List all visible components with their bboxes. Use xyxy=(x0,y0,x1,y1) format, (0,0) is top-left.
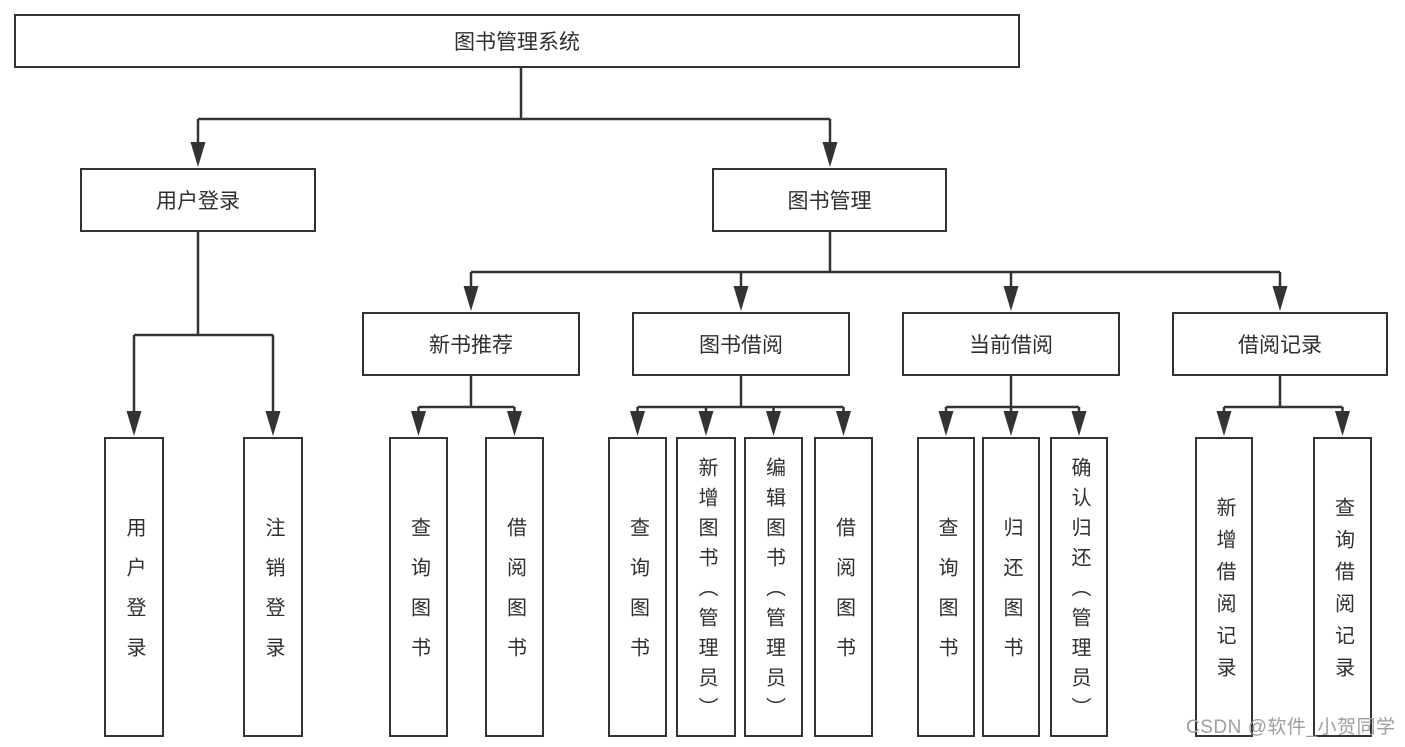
leaf-label: 查询图书 xyxy=(935,517,957,677)
node-label: 当前借阅 xyxy=(969,334,1053,357)
leaf-query-borrow-record: 查询借阅记录 xyxy=(1313,437,1372,737)
leaf-label: 借阅图书 xyxy=(832,517,855,677)
leaf-return-book: 归还图书 xyxy=(982,437,1040,737)
node-label: 图书管理系统 xyxy=(454,31,580,54)
csdn-watermark: CSDN @软件_小贺同学 xyxy=(1186,717,1396,738)
leaf-label: 编辑图书（管理员） xyxy=(762,457,785,727)
node-label: 图书借阅 xyxy=(699,334,783,357)
leaf-borrow-books: 借阅图书 xyxy=(814,437,873,737)
leaf-add-book-admin: 新增图书（管理员） xyxy=(676,437,736,737)
leaf-label: 查询借阅记录 xyxy=(1331,497,1354,689)
node-label: 新书推荐 xyxy=(429,334,513,357)
leaf-borrow-books-recommend: 借阅图书 xyxy=(485,437,544,737)
leaf-label: 查询图书 xyxy=(407,517,430,677)
leaf-user-login: 用户登录 xyxy=(104,437,164,737)
node-new-book-recommend: 新书推荐 xyxy=(362,312,580,376)
leaf-label: 确认归还（管理员） xyxy=(1068,457,1090,727)
leaf-label: 新增借阅记录 xyxy=(1213,497,1235,689)
leaf-label: 借阅图书 xyxy=(503,517,526,677)
node-user-login: 用户登录 xyxy=(80,168,316,232)
leaf-logout: 注销登录 xyxy=(243,437,303,737)
node-book-borrowing: 图书借阅 xyxy=(632,312,850,376)
node-book-management: 图书管理 xyxy=(712,168,947,232)
leaf-query-books-borrow: 查询图书 xyxy=(608,437,667,737)
leaf-label: 归还图书 xyxy=(1000,517,1022,677)
node-label: 借阅记录 xyxy=(1238,334,1322,357)
leaf-add-borrow-record: 新增借阅记录 xyxy=(1195,437,1253,737)
leaf-label: 查询图书 xyxy=(626,517,649,677)
leaf-label: 注销登录 xyxy=(262,517,284,677)
node-borrow-records: 借阅记录 xyxy=(1172,312,1388,376)
node-current-borrowing: 当前借阅 xyxy=(902,312,1120,376)
leaf-label: 新增图书（管理员） xyxy=(695,457,717,727)
node-label: 用户登录 xyxy=(156,190,240,213)
leaf-query-books-recommend: 查询图书 xyxy=(389,437,448,737)
leaf-edit-book-admin: 编辑图书（管理员） xyxy=(744,437,803,737)
node-label: 图书管理 xyxy=(787,190,872,213)
leaf-query-books-current: 查询图书 xyxy=(917,437,975,737)
node-root-system: 图书管理系统 xyxy=(14,14,1020,68)
leaf-confirm-return-admin: 确认归还（管理员） xyxy=(1050,437,1108,737)
leaf-label: 用户登录 xyxy=(123,517,145,677)
